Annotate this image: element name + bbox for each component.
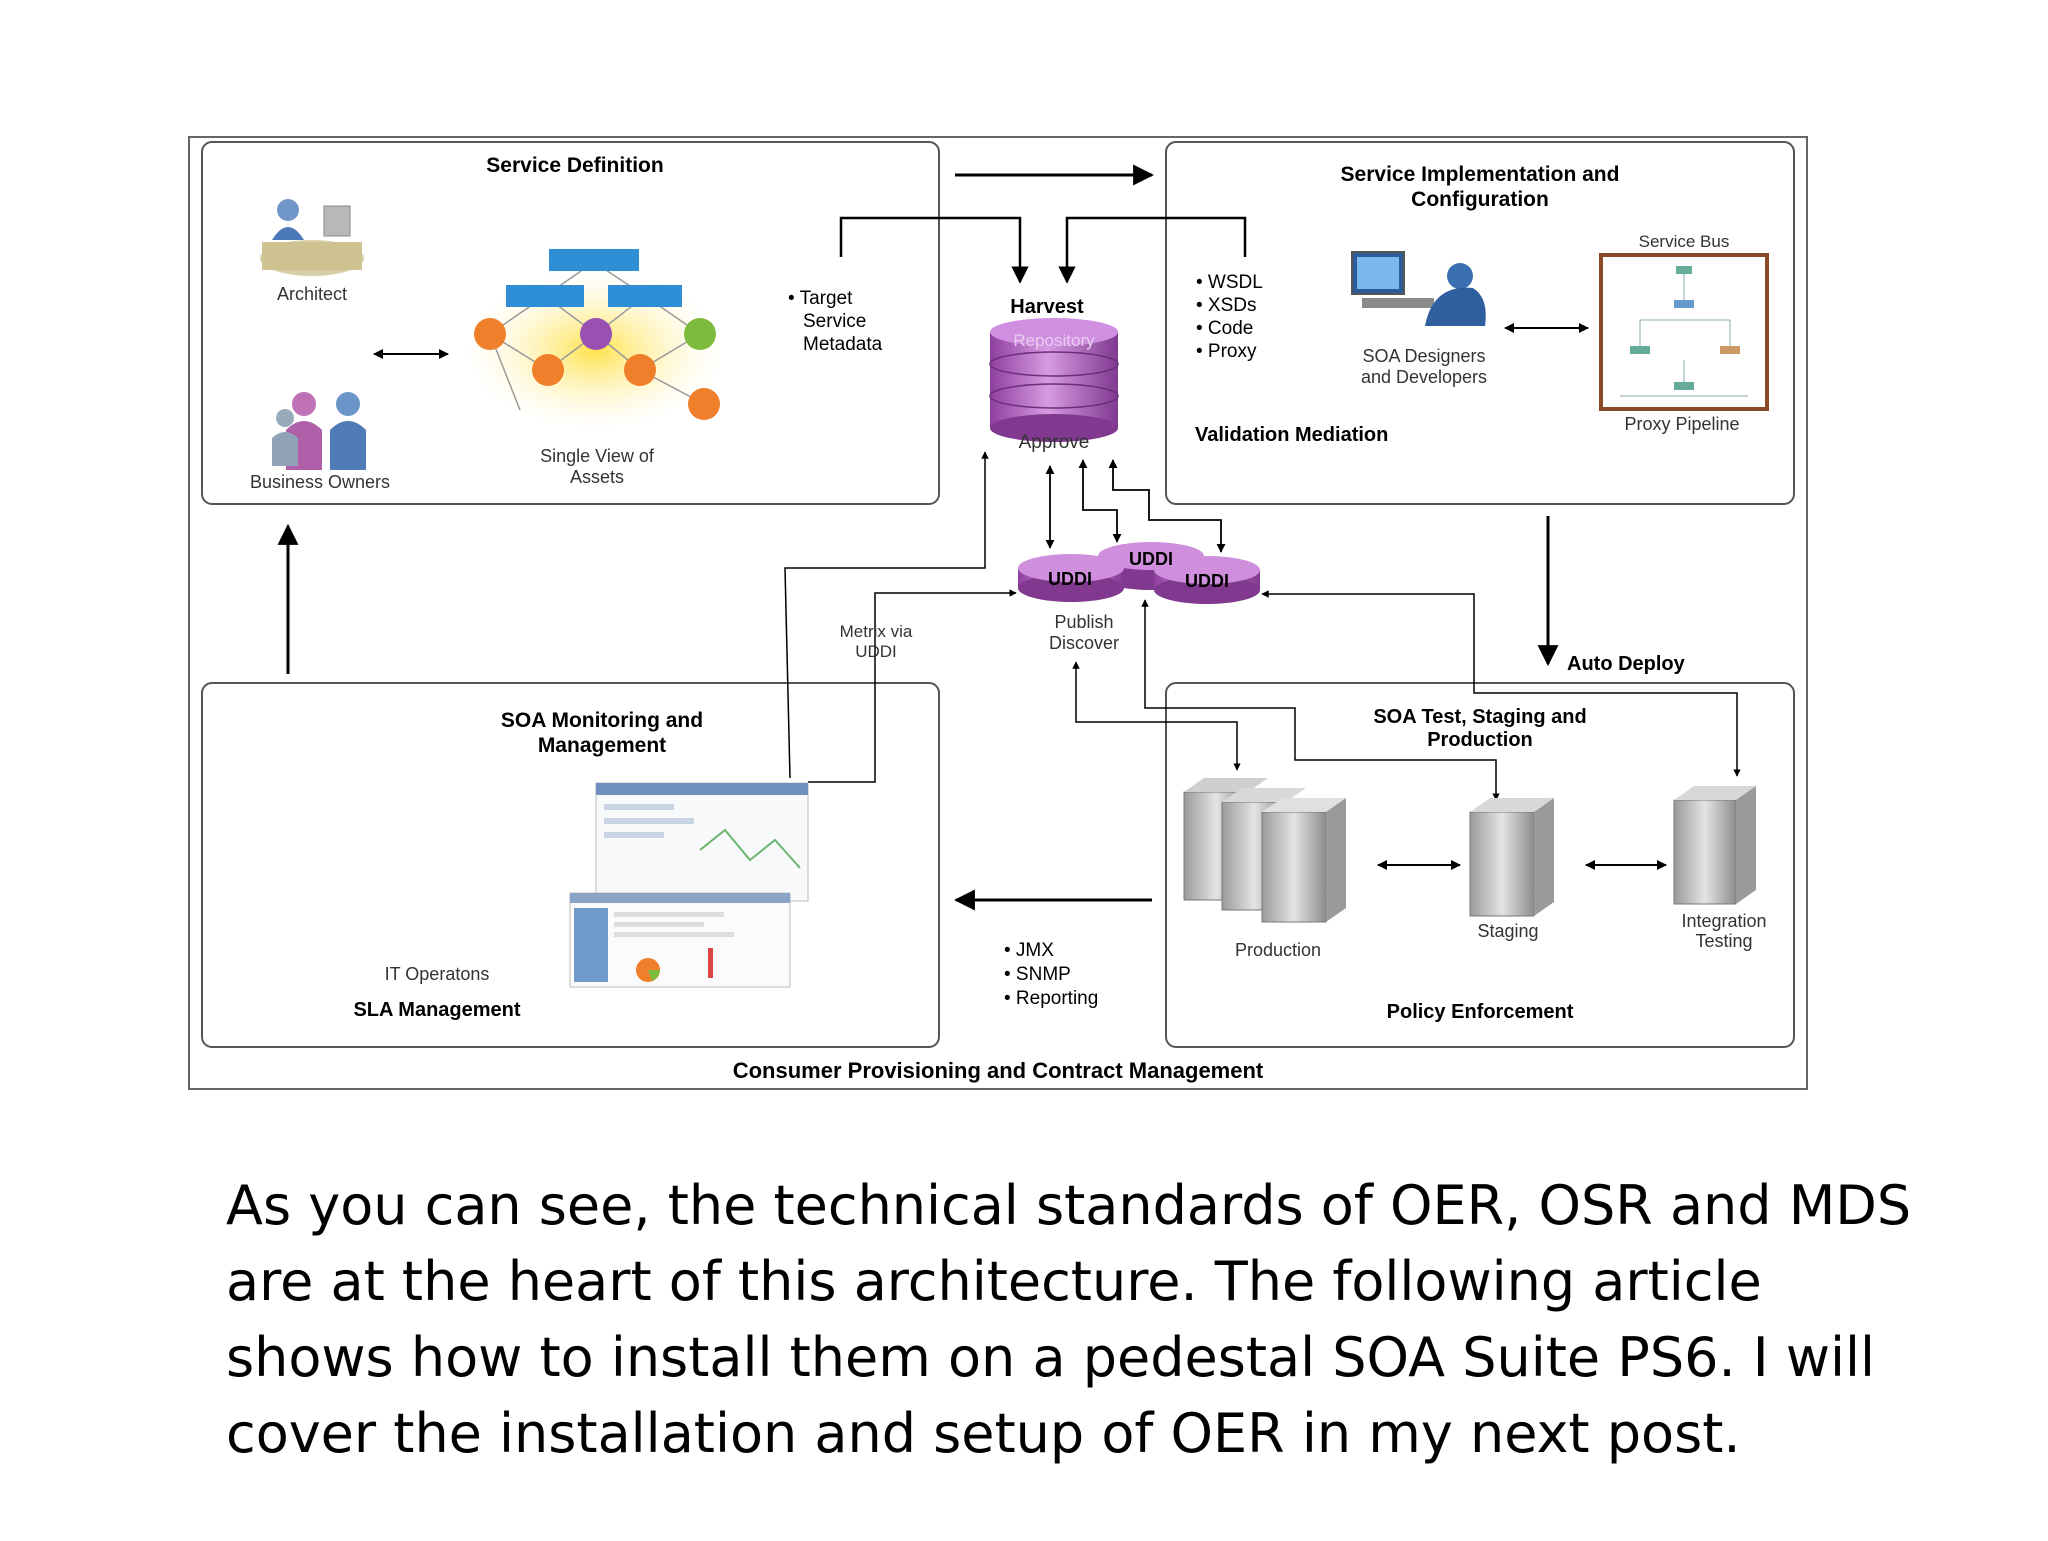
- service-impl-box: [1165, 141, 1795, 505]
- caption-line-1: As you can see, the technical standards …: [226, 1174, 1912, 1237]
- monitoring-screenshots: [569, 782, 809, 988]
- it-operations-label: IT Operatons: [385, 964, 490, 984]
- production-servers: [1183, 778, 1346, 923]
- repository-database: [989, 318, 1119, 442]
- test-title-line1: SOA Test, Staging and: [1373, 706, 1586, 728]
- auto-deploy-label: Auto Deploy: [1567, 653, 1686, 675]
- monitoring-title-line2: Management: [538, 734, 666, 757]
- repository-label: Repository: [1013, 331, 1095, 350]
- single-view-line2: Assets: [570, 467, 624, 487]
- caption-line-3: shows how to install them on a pedestal …: [226, 1326, 1876, 1389]
- service-definition-box: [201, 141, 940, 505]
- jmx-item-3: • Reporting: [1004, 988, 1098, 1009]
- uddi-label-right: UDDI: [1185, 571, 1229, 591]
- policy-enforcement-label: Policy Enforcement: [1387, 1001, 1574, 1023]
- proxy-pipeline-label: Proxy Pipeline: [1624, 414, 1739, 434]
- harvest-line-right: [1058, 216, 1247, 284]
- metrix-line: [808, 589, 1017, 783]
- test-title-line2: Production: [1427, 729, 1533, 751]
- metrix-line2: UDDI: [855, 642, 897, 661]
- harvest-label: Harvest: [1010, 296, 1084, 318]
- business-owners-icon: [272, 392, 366, 470]
- jmx-item-2: • SNMP: [1004, 964, 1071, 985]
- designers-line2: and Developers: [1361, 367, 1487, 387]
- target-item-1: • Target: [788, 288, 853, 309]
- uddi-discs: [1018, 542, 1260, 604]
- uddi-integration-line: [1261, 590, 1741, 777]
- service-bus-graphic: [1599, 253, 1769, 411]
- architect-icon: [260, 199, 364, 276]
- service-definition-title: Service Definition: [486, 154, 663, 177]
- service-bus-label: Service Bus: [1639, 232, 1730, 251]
- jmx-item-1: • JMX: [1004, 940, 1054, 961]
- caption-line-2: are at the heart of this architecture. T…: [226, 1250, 1762, 1313]
- validation-label: Validation Mediation: [1195, 424, 1388, 446]
- designers-icon: [1351, 251, 1486, 326]
- integration-line2: Testing: [1695, 931, 1752, 951]
- production-label: Production: [1235, 940, 1321, 960]
- staging-server: [1469, 798, 1554, 917]
- uddi-production-line: [1072, 661, 1241, 771]
- caption-line-4: cover the installation and setup of OER …: [226, 1402, 1741, 1465]
- architect-label: Architect: [277, 284, 347, 304]
- business-owners-label: Business Owners: [250, 472, 390, 492]
- metrix-line1: Metrix via: [840, 622, 913, 641]
- uddi-label-left: UDDI: [1048, 569, 1092, 589]
- impl-title-line1: Service Implementation and: [1341, 163, 1620, 186]
- target-item-3: Metadata: [803, 334, 883, 355]
- staging-label: Staging: [1477, 921, 1538, 941]
- publish-label: Publish: [1054, 612, 1113, 632]
- wsdl-item-1: • WSDL: [1196, 272, 1263, 293]
- target-item-2: Service: [803, 311, 866, 332]
- wsdl-item-4: • Proxy: [1196, 341, 1257, 362]
- designers-line1: SOA Designers: [1362, 346, 1485, 366]
- harvest-line-left: [839, 216, 1029, 284]
- uddi-staging-line: [1141, 599, 1500, 801]
- discover-label: Discover: [1049, 633, 1119, 653]
- monitoring-title-line1: SOA Monitoring and: [501, 709, 703, 732]
- sla-management-label: SLA Management: [353, 999, 520, 1021]
- monitoring-box: [201, 682, 940, 1048]
- single-view-assets-graphic: [465, 249, 725, 430]
- caption: As you can see, the technical standards …: [226, 1168, 1912, 1472]
- impl-title-line2: Configuration: [1411, 188, 1549, 211]
- arrow-repo-uddi-3: [1108, 459, 1226, 553]
- single-view-line1: Single View of: [540, 446, 655, 466]
- arrow-repo-uddi-2: [1078, 459, 1122, 543]
- wsdl-item-2: • XSDs: [1196, 295, 1257, 316]
- uddi-label-top: UDDI: [1129, 549, 1173, 569]
- integration-server: [1673, 786, 1756, 905]
- metrix-approve-line: [784, 451, 989, 779]
- wsdl-item-3: • Code: [1196, 318, 1253, 339]
- integration-line1: Integration: [1681, 911, 1766, 931]
- footer-label: Consumer Provisioning and Contract Manag…: [733, 1058, 1264, 1083]
- outer-frame: [188, 136, 1808, 1090]
- approve-label: Approve: [1019, 432, 1090, 453]
